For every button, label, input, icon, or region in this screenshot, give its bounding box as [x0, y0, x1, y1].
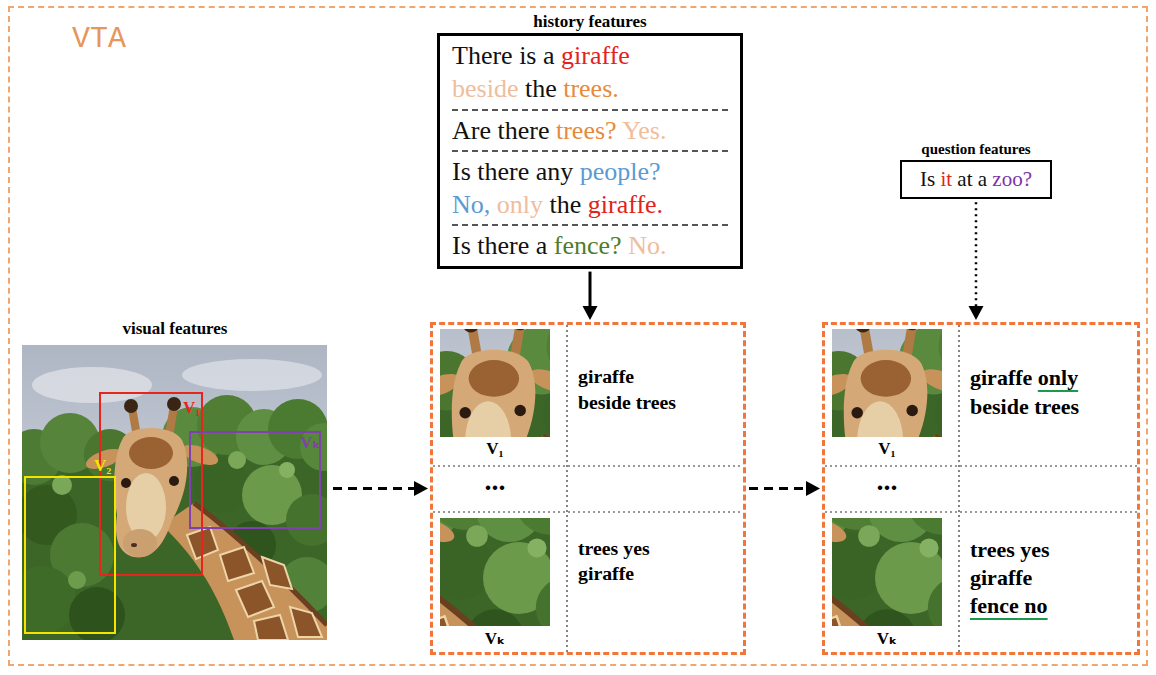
giraffe-photo — [22, 345, 327, 640]
module-name: VTA — [72, 22, 126, 56]
history-box: There is a giraffe beside the trees.Are … — [437, 33, 743, 269]
region-label: Vₖ — [440, 628, 550, 650]
connector-arrow — [333, 481, 428, 496]
illustration-part — [825, 511, 1137, 512]
history-turn: Is there any people? No, only the giraff… — [452, 150, 728, 225]
illustration-part — [832, 329, 942, 437]
box-heading: history features — [437, 10, 743, 33]
connector-line — [975, 202, 978, 308]
box-heading: visual features — [20, 318, 330, 340]
region-box — [190, 432, 320, 528]
region-label: Vₖ — [300, 433, 321, 453]
illustration-part — [22, 345, 327, 640]
arrow-head — [806, 481, 820, 496]
history-turn: There is a giraffe beside the trees. — [452, 36, 728, 109]
illustration-part — [440, 518, 550, 626]
connector-arrow — [583, 272, 598, 320]
cell-text: giraffe only beside trees — [970, 364, 1135, 421]
region-box — [25, 477, 115, 633]
illustration-part — [832, 518, 942, 626]
illustration-part — [825, 465, 1137, 466]
connector-line — [333, 487, 416, 490]
arrow-head — [583, 306, 598, 320]
illustration-part — [433, 511, 743, 512]
feature-table: V₁ giraffe only beside trees... Vₖ trees ye… — [822, 322, 1140, 655]
module-frame: VTAhistory featuresThere is a giraffe be… — [8, 6, 1148, 666]
cell-text: trees yes giraffe fence no — [970, 536, 1135, 620]
image-panel: visual featuresV₁ V₂ Vₖ — [20, 312, 330, 647]
region-crop — [832, 329, 942, 437]
illustration-part — [433, 465, 743, 466]
arrow-head — [414, 481, 428, 496]
region-label: V₂ — [94, 456, 111, 476]
arrow-head — [968, 306, 983, 320]
region-label: V₁ — [183, 398, 200, 418]
region-label: Vₖ — [832, 628, 942, 650]
region-label: V₁ — [832, 438, 942, 460]
region-crop — [440, 518, 550, 626]
box-heading: question features — [900, 138, 1052, 160]
history-turn: Are there trees? Yes. — [452, 109, 728, 150]
region-crop — [832, 518, 942, 626]
illustration-part — [958, 325, 959, 652]
region-crop — [440, 329, 550, 437]
illustration-part — [440, 329, 550, 437]
text-box: history featuresThere is a giraffe besid… — [437, 10, 743, 269]
connector-arrow — [749, 481, 820, 496]
history-turn: Is there a fence? No. — [452, 224, 728, 265]
text-box: question features Is it at a zoo? — [900, 138, 1052, 199]
feature-table: V₁ giraffe beside trees... Vₖ trees yes gir… — [430, 322, 746, 655]
cell-text: giraffe beside trees — [578, 364, 743, 415]
ellipsis: ... — [440, 466, 550, 496]
region-label: V₁ — [440, 438, 550, 460]
question-text: Is it at a zoo? — [920, 166, 1032, 193]
illustration-part — [433, 325, 1137, 652]
illustration-part — [566, 325, 567, 652]
ellipsis: ... — [832, 466, 942, 496]
connector-line — [749, 487, 808, 490]
connector-line — [589, 272, 592, 308]
cell-text: trees yes giraffe — [578, 536, 743, 587]
connector-arrow — [968, 202, 983, 320]
question-box: Is it at a zoo? — [900, 160, 1052, 199]
